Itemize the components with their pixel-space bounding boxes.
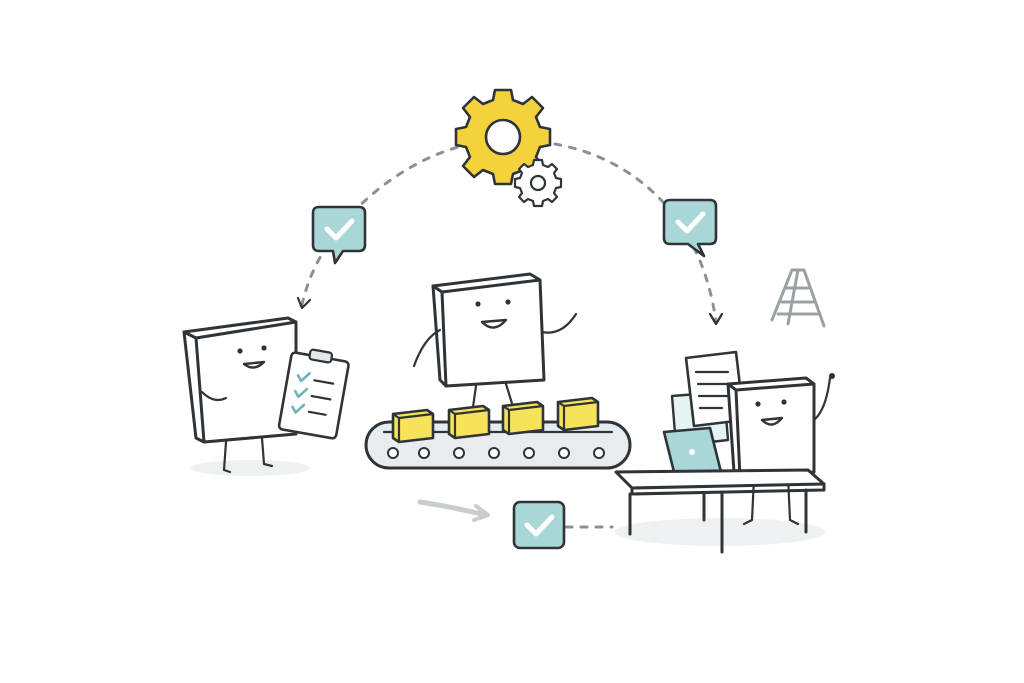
package-box-icon bbox=[391, 408, 435, 444]
package-box-icon bbox=[447, 404, 491, 440]
check-badge-icon bbox=[311, 205, 367, 265]
check-badge-icon bbox=[662, 198, 718, 258]
clipboard-checklist-icon bbox=[277, 348, 350, 440]
package-box-icon bbox=[556, 396, 600, 432]
character-inspector bbox=[182, 316, 312, 474]
ladder-icon bbox=[770, 268, 826, 328]
dashed-flow-path bbox=[300, 140, 718, 529]
arrow-icon bbox=[296, 296, 724, 326]
small-gear-icon bbox=[513, 158, 563, 208]
gear-icon bbox=[454, 88, 552, 186]
character-operator bbox=[412, 272, 578, 416]
motion-arrow-icon bbox=[417, 499, 490, 522]
package-box-icon bbox=[501, 400, 545, 436]
check-badge-icon bbox=[512, 500, 566, 550]
character-worker bbox=[726, 373, 835, 526]
ground-shadows bbox=[190, 460, 825, 546]
desk-icon bbox=[614, 468, 826, 554]
